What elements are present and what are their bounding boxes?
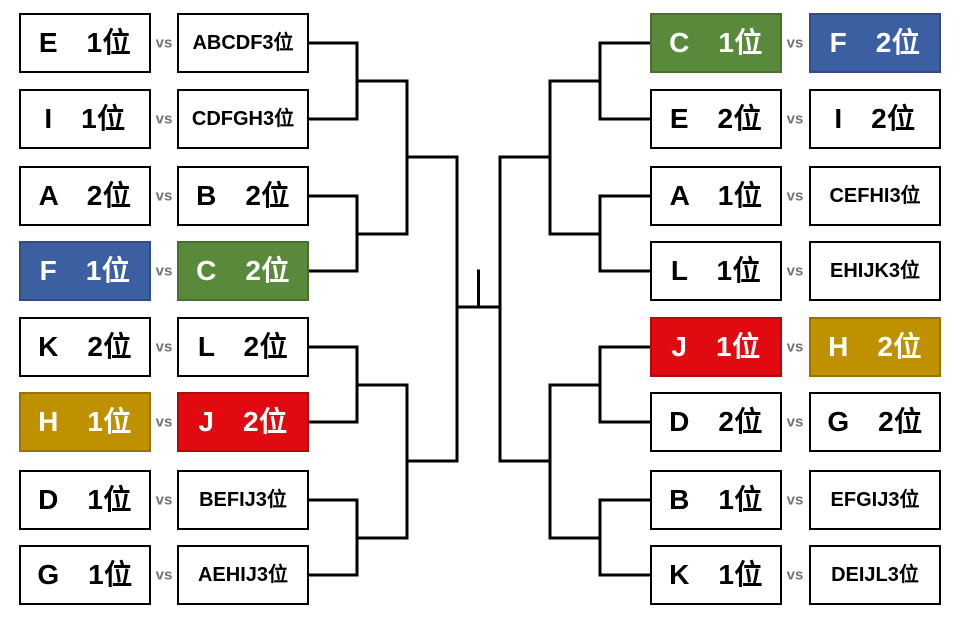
team-box: EFGIJ3位 (809, 470, 941, 530)
team-box: H 2位 (809, 317, 941, 377)
team-box: K 2位 (19, 317, 151, 377)
vs-label: vs (786, 491, 804, 509)
team-box: G 2位 (809, 392, 941, 452)
vs-label: vs (155, 110, 173, 128)
vs-label: vs (155, 34, 173, 52)
team-box: EHIJK3位 (809, 241, 941, 301)
vs-label: vs (786, 110, 804, 128)
team-box: L 1位 (650, 241, 782, 301)
team-box: B 1位 (650, 470, 782, 530)
team-box: B 2位 (177, 166, 309, 226)
team-box: I 2位 (809, 89, 941, 149)
vs-label: vs (155, 338, 173, 356)
team-box: E 2位 (650, 89, 782, 149)
vs-label: vs (155, 413, 173, 431)
vs-label: vs (786, 566, 804, 584)
team-box: A 2位 (19, 166, 151, 226)
team-box: C 2位 (177, 241, 309, 301)
team-box: G 1位 (19, 545, 151, 605)
vs-label: vs (155, 491, 173, 509)
team-box: A 1位 (650, 166, 782, 226)
team-box: I 1位 (19, 89, 151, 149)
team-box: D 1位 (19, 470, 151, 530)
vs-label: vs (155, 262, 173, 280)
vs-label: vs (786, 187, 804, 205)
team-box: F 2位 (809, 13, 941, 73)
team-box: C 1位 (650, 13, 782, 73)
team-box: D 2位 (650, 392, 782, 452)
team-box: J 1位 (650, 317, 782, 377)
team-box: F 1位 (19, 241, 151, 301)
team-box: ABCDF3位 (177, 13, 309, 73)
team-box: L 2位 (177, 317, 309, 377)
team-box: BEFIJ3位 (177, 470, 309, 530)
team-box: CEFHI3位 (809, 166, 941, 226)
team-box: H 1位 (19, 392, 151, 452)
team-box: AEHIJ3位 (177, 545, 309, 605)
vs-label: vs (155, 566, 173, 584)
team-box: CDFGH3位 (177, 89, 309, 149)
team-box: E 1位 (19, 13, 151, 73)
vs-label: vs (786, 34, 804, 52)
vs-label: vs (786, 262, 804, 280)
team-box: DEIJL3位 (809, 545, 941, 605)
team-box: K 1位 (650, 545, 782, 605)
vs-label: vs (786, 338, 804, 356)
vs-label: vs (155, 187, 173, 205)
team-box: J 2位 (177, 392, 309, 452)
vs-label: vs (786, 413, 804, 431)
